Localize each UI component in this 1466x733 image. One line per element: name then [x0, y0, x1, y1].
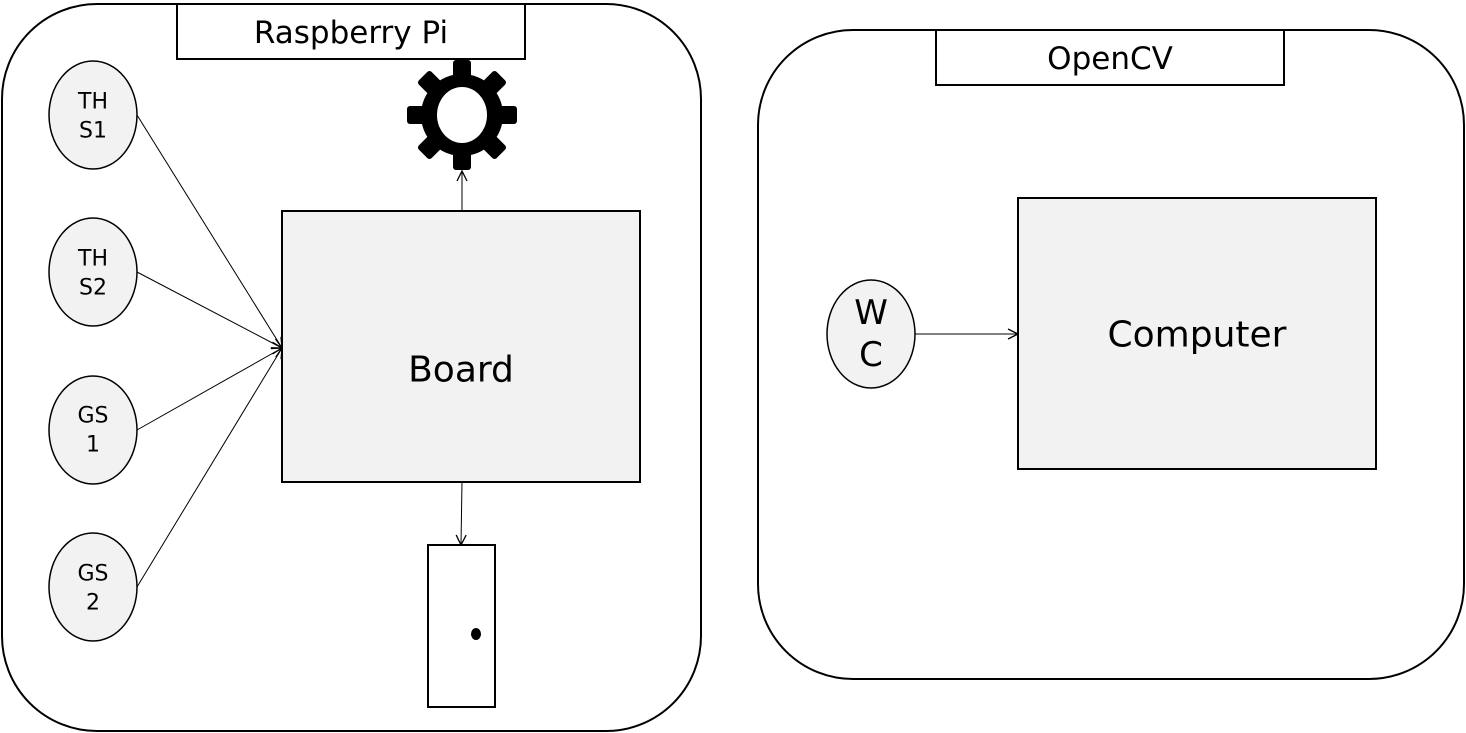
- sensor-gs1-label-line2: 1: [86, 433, 100, 458]
- webcam-label-line2: C: [859, 335, 883, 375]
- raspberry-pi-panel: Raspberry Pi TH S1 TH S2 GS 1 GS 2 Bo: [1, 3, 702, 732]
- sensor-ths1: TH S1: [48, 60, 138, 170]
- computer-label: Computer: [1108, 315, 1287, 356]
- sensor-gs2-label-line1: GS: [77, 562, 108, 587]
- sensor-ths1-label-line2: S1: [79, 119, 107, 144]
- board-label: Board: [408, 350, 514, 391]
- sensor-ths2-label-line2: S2: [79, 276, 107, 301]
- connector-gs1-board: [136, 348, 282, 431]
- sensor-ths1-node: [48, 60, 138, 170]
- sensor-gs1-node: [48, 375, 138, 485]
- sensor-gs2: GS 2: [48, 532, 138, 642]
- sensor-gs2-label-line2: 2: [86, 591, 100, 616]
- sensor-ths2-label-line1: TH: [77, 247, 108, 272]
- board-box: [281, 210, 641, 483]
- sensor-ths1-label-line1: TH: [77, 90, 108, 115]
- webcam-node-group: W C: [826, 279, 916, 389]
- sensor-gs1-label-line1: GS: [77, 404, 108, 429]
- sensor-ths2-node: [48, 217, 138, 327]
- sensor-ths2: TH S2: [48, 217, 138, 327]
- door-icon: [427, 544, 496, 708]
- webcam-label-line1: W: [854, 293, 888, 333]
- connector-board-door: [461, 481, 462, 545]
- computer-box: [1017, 197, 1377, 470]
- opencv-title: OpenCV: [1047, 41, 1173, 77]
- sensor-gs2-node: [48, 532, 138, 642]
- connector-ths1-board: [136, 114, 282, 348]
- connector-gs2-board: [136, 348, 282, 588]
- raspberry-pi-title-box: [176, 3, 526, 60]
- raspberry-pi-title: Raspberry Pi: [254, 15, 448, 51]
- gear-icon: [407, 60, 517, 170]
- opencv-panel: OpenCV W C Computer: [757, 29, 1465, 680]
- sensor-gs1: GS 1: [48, 375, 138, 485]
- opencv-title-box: [935, 29, 1285, 86]
- connector-ths2-board: [136, 271, 282, 348]
